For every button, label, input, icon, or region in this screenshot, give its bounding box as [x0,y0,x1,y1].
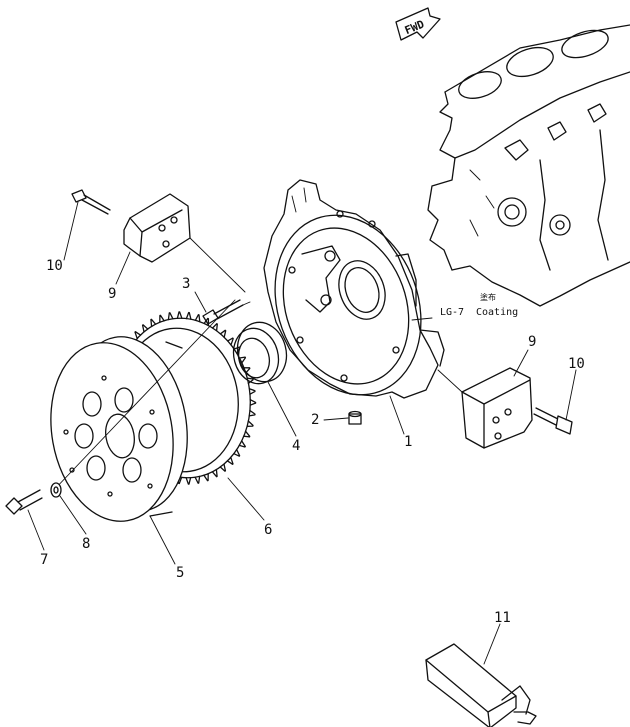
callout-7: 7 [40,552,48,568]
left-bracket-bolt [71,189,111,215]
callout-8: 8 [82,536,90,552]
coating-note-japanese: 塗布 [480,292,496,302]
forward-direction-arrow: FWD [395,7,441,41]
coating-note-code: LG-7 [440,307,464,318]
drain-plug [348,410,362,425]
leader-lines [27,201,577,665]
coating-note: 塗布 LG-7 Coating [440,292,518,318]
flywheel [50,299,236,522]
right-mounting-bracket [437,367,533,449]
callout-5: 5 [176,565,184,581]
callout-10-right: 10 [568,356,585,372]
flywheel-bolt [5,489,43,515]
flywheel-housing [263,179,445,399]
callout-1: 1 [404,434,412,450]
callout-4: 4 [292,438,300,454]
callout-11: 11 [494,610,511,626]
callout-6: 6 [264,522,272,538]
callout-3: 3 [182,276,190,292]
engine-block [427,24,630,307]
right-bracket-bolt [533,407,573,435]
tool [425,643,537,727]
flywheel-washer [50,482,62,498]
oil-seal [232,321,288,385]
coating-note-english: Coating [476,307,518,318]
housing-bolt [202,299,251,325]
left-mounting-bracket [123,193,246,293]
callout-10-left: 10 [46,258,63,274]
callout-2: 2 [311,412,319,428]
callout-labels: 1 2 3 4 5 6 7 8 9 9 10 10 11 [40,258,585,626]
callout-9-left: 9 [108,286,116,302]
callout-9-right: 9 [528,334,536,350]
